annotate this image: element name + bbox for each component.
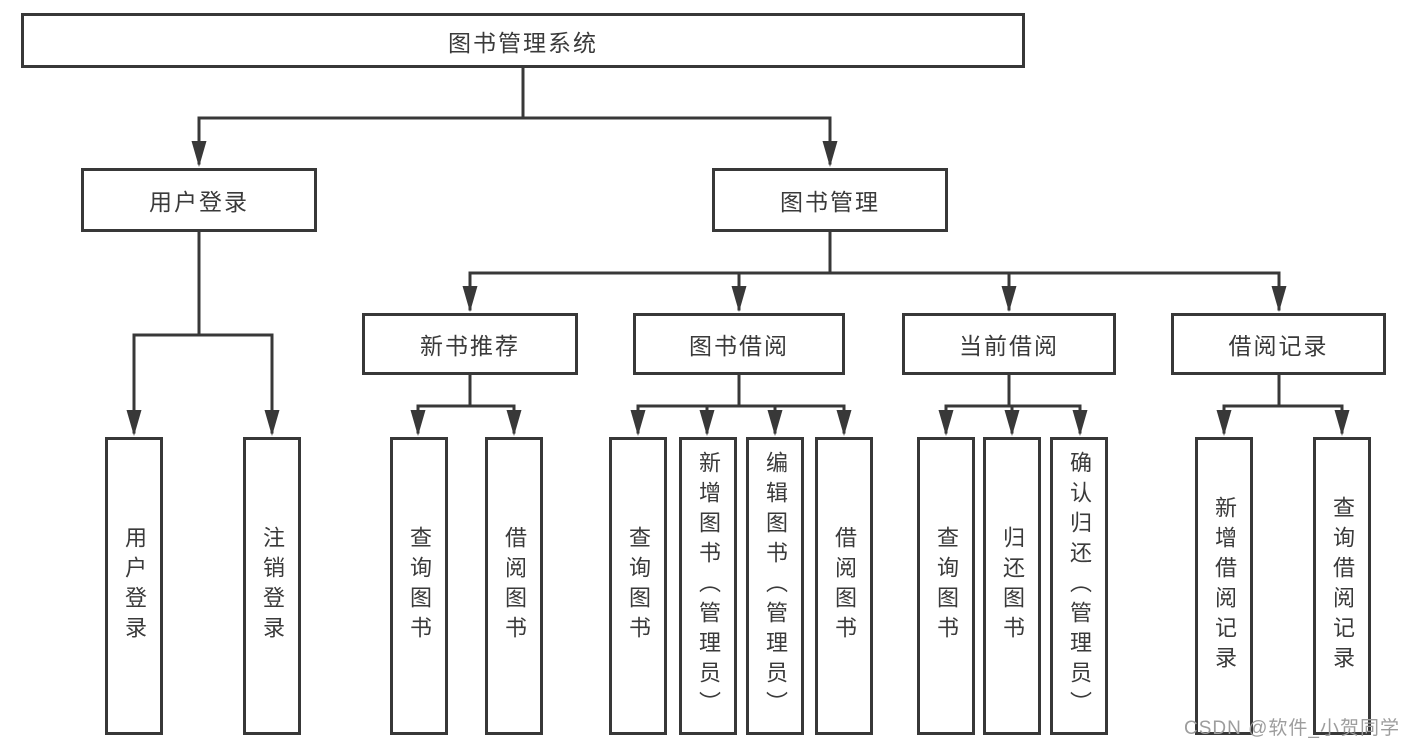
node-user-login: 用户登录 <box>81 168 317 232</box>
leaf-return-books-label: 归还图书 <box>1000 526 1025 646</box>
leaf-borrow-books-recommend-label: 借阅图书 <box>502 526 527 646</box>
node-current-borrowing: 当前借阅 <box>902 313 1116 375</box>
leaf-edit-book-admin-label: 编辑图书（管理员） <box>763 451 788 721</box>
node-current-borrowing-label: 当前借阅 <box>959 333 1059 359</box>
node-new-book-recommend-label: 新书推荐 <box>420 333 520 359</box>
csdn-watermark: CSDN @软件_小贺同学 <box>1184 718 1400 739</box>
node-root-label: 图书管理系统 <box>448 29 598 56</box>
leaf-query-books-current: 查询图书 <box>917 437 975 735</box>
leaf-query-borrow-record: 查询借阅记录 <box>1313 437 1371 735</box>
node-book-management-label: 图书管理 <box>780 189 880 215</box>
leaf-add-borrow-record: 新增借阅记录 <box>1195 437 1253 735</box>
leaf-query-books-recommend-label: 查询图书 <box>407 526 432 646</box>
leaf-confirm-return-admin-label: 确认归还（管理员） <box>1067 451 1092 721</box>
leaf-query-books-borrowing-label: 查询图书 <box>626 526 651 646</box>
leaf-borrow-books: 借阅图书 <box>815 437 873 735</box>
leaf-logout: 注销登录 <box>243 437 301 735</box>
leaf-user-login-label: 用户登录 <box>122 526 147 646</box>
leaf-confirm-return-admin: 确认归还（管理员） <box>1050 437 1108 735</box>
leaf-logout-label: 注销登录 <box>260 526 285 646</box>
leaf-add-book-admin-label: 新增图书（管理员） <box>696 451 721 721</box>
leaf-borrow-books-recommend: 借阅图书 <box>485 437 543 735</box>
leaf-add-book-admin: 新增图书（管理员） <box>679 437 737 735</box>
node-new-book-recommend: 新书推荐 <box>362 313 578 375</box>
leaf-add-borrow-record-label: 新增借阅记录 <box>1212 496 1237 676</box>
node-book-borrowing: 图书借阅 <box>633 313 845 375</box>
leaf-edit-book-admin: 编辑图书（管理员） <box>746 437 804 735</box>
leaf-return-books: 归还图书 <box>983 437 1041 735</box>
node-user-login-label: 用户登录 <box>149 189 249 215</box>
leaf-query-books-current-label: 查询图书 <box>934 526 959 646</box>
node-book-management: 图书管理 <box>712 168 948 232</box>
leaf-query-books-recommend: 查询图书 <box>390 437 448 735</box>
leaf-query-books-borrowing: 查询图书 <box>609 437 667 735</box>
node-borrowing-records: 借阅记录 <box>1171 313 1386 375</box>
node-borrowing-records-label: 借阅记录 <box>1228 333 1329 359</box>
leaf-user-login: 用户登录 <box>105 437 163 735</box>
leaf-query-borrow-record-label: 查询借阅记录 <box>1330 496 1355 676</box>
node-root: 图书管理系统 <box>21 13 1025 68</box>
node-book-borrowing-label: 图书借阅 <box>689 333 789 359</box>
leaf-borrow-books-label: 借阅图书 <box>832 526 857 646</box>
